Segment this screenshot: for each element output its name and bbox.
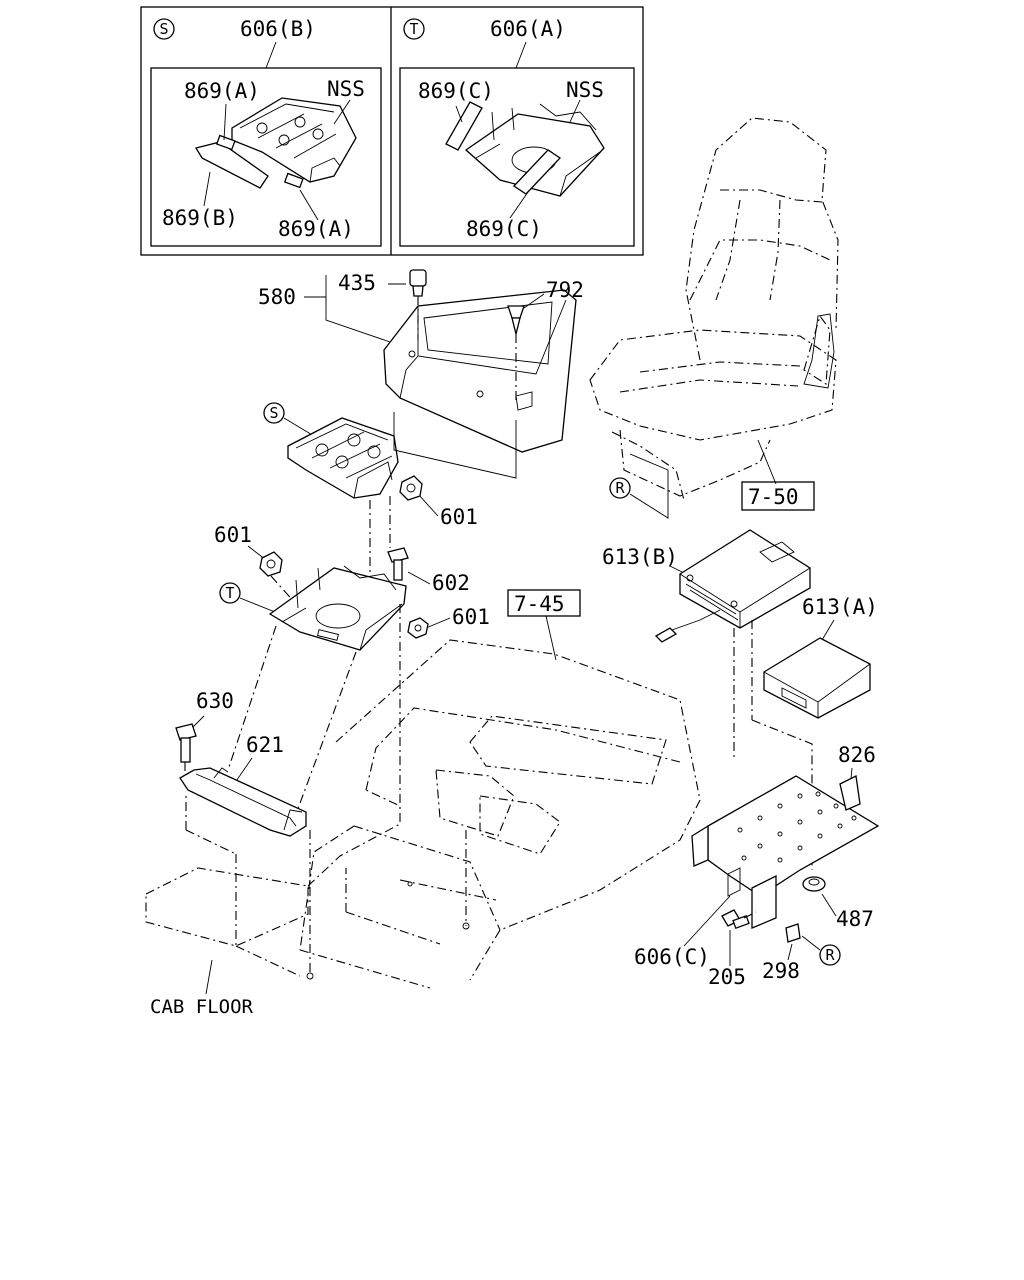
label-613a: 613(A) <box>802 595 878 619</box>
control-unit-613b <box>679 529 811 629</box>
inset-t: T 606(A) NSS 869(C) 869(C) <box>403 17 605 241</box>
label-606c: 606(C) <box>634 945 710 969</box>
seat-base-t-inset <box>464 103 605 197</box>
pad-869a-bottom <box>283 172 304 189</box>
inset-s-marker: S <box>153 18 175 40</box>
seat-base-s <box>287 417 399 499</box>
label-621: 621 <box>246 733 284 757</box>
inset-t-869c-top: 869(C) <box>418 79 494 103</box>
inset-t-nss: NSS <box>566 78 604 102</box>
svg-text:R: R <box>615 479 625 497</box>
cab-floor-and-console <box>145 639 701 989</box>
marker-r-seat: R <box>609 477 631 499</box>
inset-t-869c-bottom: 869(C) <box>466 217 542 241</box>
label-435: 435 <box>338 271 376 295</box>
clip-792 <box>507 305 525 335</box>
grommet-487 <box>802 876 826 892</box>
svg-text:7-45: 7-45 <box>514 592 565 616</box>
driver-seat <box>589 117 839 501</box>
inset-s-nss: NSS <box>327 77 365 101</box>
inset-s-869a-top: 869(A) <box>184 79 260 103</box>
bolt-630 <box>175 723 197 763</box>
clip-298 <box>785 923 801 943</box>
bolt-602 <box>387 547 409 581</box>
pad-869c-bottom <box>512 149 562 195</box>
inset-s: S 606(B) NSS 869(A) 869(B) 869(A) <box>153 17 365 241</box>
svg-text:7-50: 7-50 <box>748 485 799 509</box>
label-613b: 613(B) <box>602 545 678 569</box>
marker-s: S <box>263 402 285 424</box>
nut-601-c <box>407 617 429 639</box>
seat-strip-869b <box>194 141 269 189</box>
screw-435 <box>409 269 427 297</box>
marker-r-bracket: R <box>819 944 841 966</box>
console-580 <box>383 289 577 453</box>
label-630: 630 <box>196 689 234 713</box>
ref-7-45: 7-45 <box>507 589 581 617</box>
inset-t-title: 606(A) <box>490 17 566 41</box>
svg-text:T: T <box>409 20 418 38</box>
inset-t-marker: T <box>403 18 425 40</box>
inset-s-869a-bottom: 869(A) <box>278 217 354 241</box>
label-487: 487 <box>836 907 874 931</box>
bracket-826 <box>691 775 880 929</box>
label-205: 205 <box>708 965 746 989</box>
label-601-c: 601 <box>452 605 490 629</box>
label-298: 298 <box>762 959 800 983</box>
cab-floor-label: CAB FLOOR <box>150 996 254 1018</box>
label-601-b: 601 <box>214 523 252 547</box>
svg-text:S: S <box>269 404 278 422</box>
ref-7-50: 7-50 <box>741 481 815 511</box>
inset-s-869b: 869(B) <box>162 206 238 230</box>
svg-text:S: S <box>159 20 168 38</box>
nut-601-b <box>259 551 283 577</box>
seat-base-s-inset <box>231 97 357 183</box>
marker-t: T <box>219 582 241 604</box>
label-580: 580 <box>258 285 296 309</box>
pad-869a-top <box>215 134 236 151</box>
inset-s-title: 606(B) <box>240 17 316 41</box>
seat-base-t <box>268 565 407 651</box>
label-792: 792 <box>546 278 584 302</box>
label-601-a: 601 <box>440 505 478 529</box>
svg-text:T: T <box>225 584 234 602</box>
control-unit-613a <box>763 637 871 719</box>
label-826: 826 <box>838 743 876 767</box>
rail-621 <box>179 767 307 837</box>
bolt-205 <box>721 909 750 929</box>
connector-613b <box>654 627 678 643</box>
svg-text:R: R <box>825 946 835 964</box>
nut-601-a <box>399 475 423 501</box>
label-602: 602 <box>432 571 470 595</box>
pad-869c-top <box>445 101 483 151</box>
